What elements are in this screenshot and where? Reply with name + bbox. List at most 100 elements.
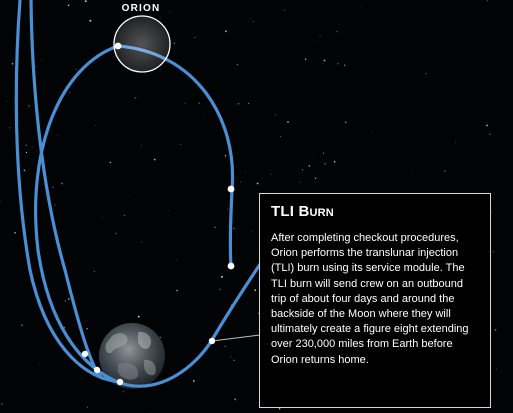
star [224, 30, 227, 33]
orion-label: ORION [121, 3, 161, 14]
star [496, 368, 498, 370]
callout-leader-line [211, 334, 261, 342]
star [220, 275, 223, 278]
star [226, 226, 228, 228]
star [86, 15, 87, 16]
star [173, 42, 176, 45]
star [75, 68, 77, 70]
star [371, 131, 373, 133]
star [52, 186, 54, 189]
star [6, 100, 8, 102]
star [134, 96, 137, 99]
star [9, 127, 11, 129]
star [405, 55, 407, 57]
star [486, 124, 488, 127]
star [23, 169, 26, 172]
star [333, 160, 336, 163]
star [270, 173, 272, 175]
star [141, 145, 143, 147]
star [137, 315, 140, 318]
star [444, 170, 446, 172]
star [287, 121, 289, 123]
star [176, 289, 178, 292]
star [35, 66, 37, 68]
star [86, 406, 89, 408]
star [224, 155, 227, 157]
star [192, 380, 195, 382]
trajectory-waypoints [81, 42, 235, 386]
star [214, 226, 216, 229]
earth-globe-icon [99, 323, 165, 389]
orion-position-ring-icon [113, 15, 171, 73]
star [1, 403, 3, 405]
waypoint [116, 378, 124, 386]
star [300, 181, 301, 183]
star [176, 260, 178, 261]
star [236, 64, 239, 66]
star [54, 204, 56, 206]
star [301, 169, 303, 171]
star [69, 91, 71, 94]
waypoint [81, 350, 89, 358]
star [95, 125, 96, 126]
star [224, 345, 226, 347]
star [129, 195, 131, 197]
star [169, 11, 170, 12]
star [361, 5, 362, 7]
star [274, 114, 276, 116]
star [323, 59, 326, 62]
star [25, 151, 28, 154]
star [280, 136, 282, 137]
star [425, 73, 427, 75]
star [0, 200, 1, 202]
star [84, 0, 87, 3]
star [28, 105, 30, 107]
star [115, 232, 118, 235]
star [486, 0, 488, 2]
star [335, 2, 337, 4]
star [153, 158, 156, 161]
star [21, 324, 24, 327]
star [233, 359, 235, 362]
star [68, 298, 70, 300]
star [336, 30, 338, 33]
star [344, 121, 347, 124]
star [136, 394, 138, 396]
star [455, 141, 457, 143]
star [184, 103, 186, 104]
info-box-body: After completing checkout procedures, Or… [271, 232, 469, 366]
star [491, 212, 493, 213]
star [109, 161, 112, 164]
star [312, 158, 314, 160]
star [322, 152, 324, 154]
star [32, 146, 34, 148]
waypoint [93, 366, 101, 374]
tli-info-box: TLI Burn After completing checkout proce… [259, 193, 491, 408]
star [308, 165, 311, 167]
star [254, 289, 257, 292]
star [252, 21, 254, 22]
star [86, 328, 88, 330]
star [141, 241, 143, 243]
star [89, 19, 92, 22]
star [167, 210, 169, 212]
star [278, 408, 281, 410]
star [67, 4, 70, 7]
star [159, 336, 161, 339]
star [25, 144, 27, 146]
star [230, 356, 232, 358]
star [317, 40, 319, 42]
star [411, 169, 413, 171]
star [64, 300, 67, 302]
star [256, 182, 259, 185]
star [494, 328, 497, 331]
star [337, 62, 339, 65]
star [251, 231, 252, 232]
star [227, 208, 228, 210]
star [180, 144, 181, 145]
star [314, 177, 317, 179]
star [93, 271, 95, 273]
star [489, 133, 491, 135]
